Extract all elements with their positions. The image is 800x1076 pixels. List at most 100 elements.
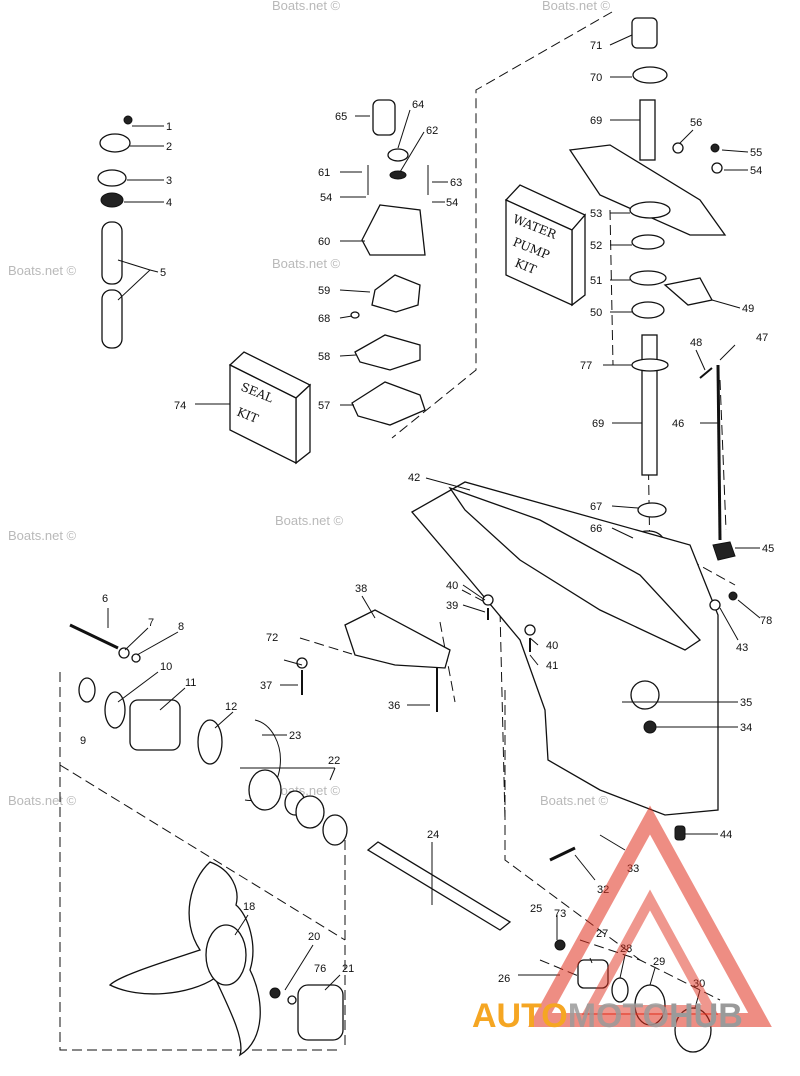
seal-part [387,148,409,162]
seal-kit-box: SEAL KIT [228,351,312,465]
bearing-part [248,769,282,811]
callout-label: 10 [160,661,172,673]
screw-part [123,115,133,125]
callout-label: 59 [318,285,330,297]
propeller-shaft-part [366,841,512,931]
drive-shaft-part [641,334,658,476]
watermark: Boats.net © [272,0,341,13]
grommet-part [99,133,131,153]
seal-part [97,169,127,187]
callout-label: 6 [102,593,108,605]
o-ring-part [389,170,407,180]
bearing-carrier-part [129,699,181,751]
washer-part [709,599,721,611]
bolt-part [69,623,119,650]
callout-label: 11 [185,677,196,689]
callout-label: 25 [530,903,542,915]
pump-insert-part [372,99,396,136]
callout-label: 61 [318,167,330,179]
screw-part [728,591,738,601]
callout-label: 40 [546,640,558,652]
washer-part [296,657,308,669]
plug-part [672,142,684,154]
callout-label: 22 [328,755,340,767]
seal-part [637,502,667,518]
water-tube-part [101,221,123,285]
shift-coupler-part [712,541,736,561]
callout-label: 8 [178,621,184,633]
callout-label: 12 [225,701,237,713]
callout-label: 45 [762,543,774,555]
callout-label: 49 [742,303,754,315]
brand-part-1: AUTO [472,997,568,1035]
nut-part [269,987,281,999]
bushing-part [631,17,658,49]
callout-label: 36 [388,700,400,712]
callout-label: 76 [314,963,326,975]
callout-label: 34 [740,722,752,734]
callout-label: 57 [318,400,330,412]
watermark: Boats.net © [542,0,611,13]
callout-label: 62 [426,125,438,137]
callout-label: 72 [266,632,278,644]
watermark: Boats.net © [8,263,77,278]
anode-part [630,680,660,710]
callout-label: 42 [408,472,420,484]
pin-part [549,846,576,862]
callout-label: 7 [148,617,154,629]
callout-label: 38 [355,583,367,595]
callout-label: 53 [590,208,602,220]
callout-label: 35 [740,697,752,709]
callout-label: 18 [243,901,255,913]
drive-shaft-upper-part [639,99,656,161]
parts-line-art [69,17,738,1057]
callout-label: 52 [590,240,602,252]
callout-label: 29 [653,956,665,968]
callout-label: 77 [580,360,592,372]
seal-part [631,301,665,319]
watermark: Boats.net © [540,793,609,808]
callout-label: 64 [412,99,424,111]
screw-part [710,143,720,153]
seal-part [632,66,668,84]
callout-label: 67 [590,501,602,513]
water-pump-housing-part [361,204,426,256]
trim-tab-part [344,609,451,669]
callout-label: 71 [590,40,602,52]
o-ring-part [104,691,126,729]
bearing-carrier-part [568,144,727,236]
callout-label: 39 [446,600,458,612]
grommet-part [100,192,124,208]
callout-label: 1 [166,121,172,133]
svg-text:AUTOMOTOHUB: AUTOMOTOHUB [472,997,743,1035]
callout-label: 51 [590,275,602,287]
callout-label: 74 [174,400,186,412]
lockwasher-part [131,653,141,663]
thrust-hub-part [297,984,344,1041]
washer-part [482,594,494,606]
callout-label: 65 [335,111,347,123]
callout-label: 56 [690,117,702,129]
callout-label: 50 [590,307,602,319]
washer-part [524,624,536,636]
callout-label: 54 [320,192,332,204]
seal-part [78,677,96,703]
watermark: Boats.net © [8,528,77,543]
callout-label: 44 [720,829,732,841]
callout-label: 5 [160,267,166,279]
bearing-part [295,795,325,829]
callout-label: 3 [166,175,172,187]
gearcase-deck-part [448,486,701,651]
watermark: Boats.net © [272,783,341,798]
callout-label: 70 [590,72,602,84]
brand-triangle-icon [528,805,772,1027]
callout-label: 69 [590,115,602,127]
callout-label: 60 [318,236,330,248]
callout-label: 40 [446,580,458,592]
callout-label: 66 [590,523,602,535]
water-pump-kit-box: WATER PUMP KIT [504,184,587,307]
callout-label: 27 [596,928,608,940]
callout-label: 46 [672,418,684,430]
callout-label: 54 [750,165,762,177]
callout-label: 37 [260,680,272,692]
